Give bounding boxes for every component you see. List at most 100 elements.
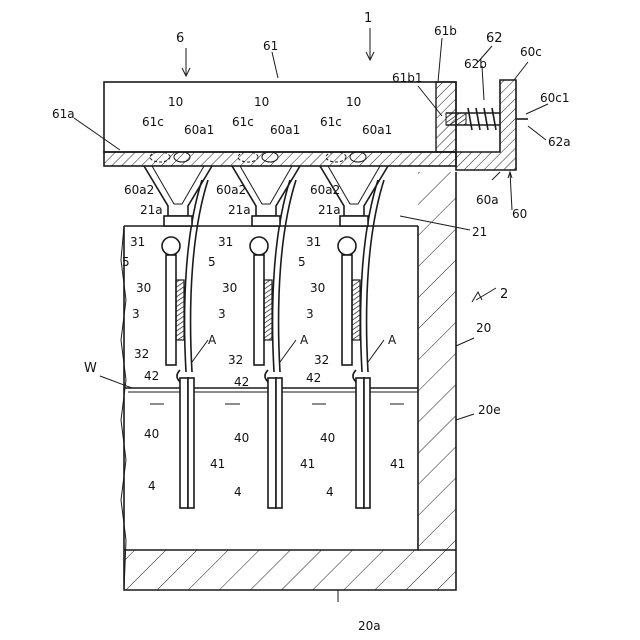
units (144, 152, 388, 508)
label-61a: 61a (52, 107, 75, 121)
base-strip (104, 152, 456, 166)
label-61: 61 (263, 39, 278, 53)
label-42: 42 (234, 375, 249, 389)
label-3: 3 (132, 307, 140, 321)
label-32: 32 (228, 353, 243, 367)
label-6: 6 (176, 31, 184, 46)
tank-side-hatch (418, 172, 456, 550)
label-4: 4 (326, 485, 334, 499)
collar-21a (252, 216, 280, 226)
label-60c1: 60c1 (540, 91, 570, 105)
label-20: 20 (476, 321, 491, 335)
label-60a1: 60a1 (362, 123, 392, 137)
label-60c: 60c (520, 45, 542, 59)
label-20e: 20e (478, 403, 501, 417)
leader-60a (492, 172, 500, 180)
label-10: 10 (254, 95, 269, 109)
label-60a1: 60a1 (270, 123, 300, 137)
collar-21a (340, 216, 368, 226)
label-5: 5 (298, 255, 306, 269)
sheath-41 (276, 378, 282, 508)
label-41: 41 (210, 457, 225, 471)
leader-A (280, 340, 296, 362)
label-61c: 61c (320, 115, 342, 129)
label-2: 2 (500, 287, 508, 302)
electrode-40 (180, 378, 188, 508)
stem-30 (254, 255, 264, 365)
ball-31 (338, 237, 356, 255)
label-60a2: 60a2 (310, 183, 340, 197)
label-60a2: 60a2 (216, 183, 246, 197)
label-31: 31 (130, 235, 145, 249)
label-42: 42 (144, 369, 159, 383)
label-61b: 61b (434, 24, 457, 38)
sleeve-3 (264, 280, 272, 340)
label-62b: 62b (464, 57, 487, 71)
rod-21 (185, 180, 202, 372)
label-60a2: 60a2 (124, 183, 154, 197)
label-30: 30 (136, 281, 151, 295)
sheath-41 (188, 378, 194, 508)
leader-A (368, 340, 384, 362)
electrode-40 (356, 378, 364, 508)
sleeve-3 (176, 280, 184, 340)
label-32: 32 (314, 353, 329, 367)
ball-31 (250, 237, 268, 255)
label-60a1: 60a1 (184, 123, 214, 137)
label-21a: 21a (318, 203, 341, 217)
label-20a: 20a (358, 619, 381, 633)
tank-outer-wall (124, 172, 456, 590)
leader-61b (438, 38, 442, 82)
label-32: 32 (134, 347, 149, 361)
label-62: 62 (486, 31, 503, 46)
screw-thread (446, 113, 466, 125)
label-61c: 61c (142, 115, 164, 129)
label-A: A (388, 333, 397, 347)
label-41: 41 (390, 457, 405, 471)
arrow-2 (472, 292, 482, 302)
label-3: 3 (306, 307, 314, 321)
label-21a: 21a (228, 203, 251, 217)
spring-coil (468, 108, 496, 130)
ball-31 (162, 237, 180, 255)
label-41: 41 (300, 457, 315, 471)
label-A: A (208, 333, 217, 347)
label-31: 31 (306, 235, 321, 249)
stem-30 (166, 255, 176, 365)
label-21a: 21a (140, 203, 163, 217)
tank-bottom-hatch (124, 550, 456, 590)
label-10: 10 (168, 95, 183, 109)
rod-21 (361, 180, 378, 372)
leader-62a (528, 126, 546, 140)
leader-20 (456, 338, 474, 346)
leader-A (192, 340, 208, 362)
label-31: 31 (218, 235, 233, 249)
tank (121, 172, 456, 590)
label-61b1: 61b1 (392, 71, 423, 85)
sheath-41 (364, 378, 370, 508)
label-10: 10 (346, 95, 361, 109)
label-42: 42 (306, 371, 321, 385)
leader-60c (514, 62, 528, 80)
sleeve-3 (352, 280, 360, 340)
label-1: 1 (364, 11, 372, 26)
rod-21 (273, 180, 290, 372)
leader-62b (482, 66, 484, 100)
label-61c: 61c (232, 115, 254, 129)
label-30: 30 (310, 281, 325, 295)
label-5: 5 (208, 255, 216, 269)
leader-60c1 (526, 104, 548, 114)
label-40: 40 (144, 427, 159, 441)
label-60a: 60a (476, 193, 499, 207)
label-4: 4 (234, 485, 242, 499)
label-W: W (84, 361, 97, 376)
label-62a: 62a (548, 135, 571, 149)
label-3: 3 (218, 307, 226, 321)
leader-61 (272, 52, 278, 78)
label-40: 40 (320, 431, 335, 445)
label-30: 30 (222, 281, 237, 295)
stem-30 (342, 255, 352, 365)
electrode-40 (268, 378, 276, 508)
